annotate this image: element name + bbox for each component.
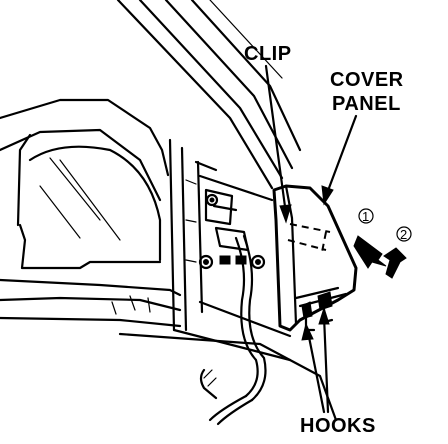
pillar-frame: [116, 0, 302, 190]
mounting-bracket: [198, 188, 266, 270]
cover-panel-label-line2: PANEL: [332, 93, 401, 115]
clip-label: CLIP: [244, 43, 292, 65]
step-2-indicator: 2: [383, 226, 412, 279]
step-1-indicator: 1: [353, 208, 387, 269]
cover-panel-label-line1: COVER: [330, 69, 404, 91]
clip-leader: [264, 64, 292, 224]
step-1-number: 1: [362, 209, 369, 224]
door-frame: [118, 138, 338, 422]
hooks-label: HOOKS: [300, 415, 376, 437]
wiring-harness: [199, 234, 267, 426]
cover-panel-leader: [321, 114, 358, 206]
hooks-leaders: [301, 306, 330, 414]
step-2-number: 2: [400, 227, 407, 242]
door-opening: [0, 98, 182, 328]
